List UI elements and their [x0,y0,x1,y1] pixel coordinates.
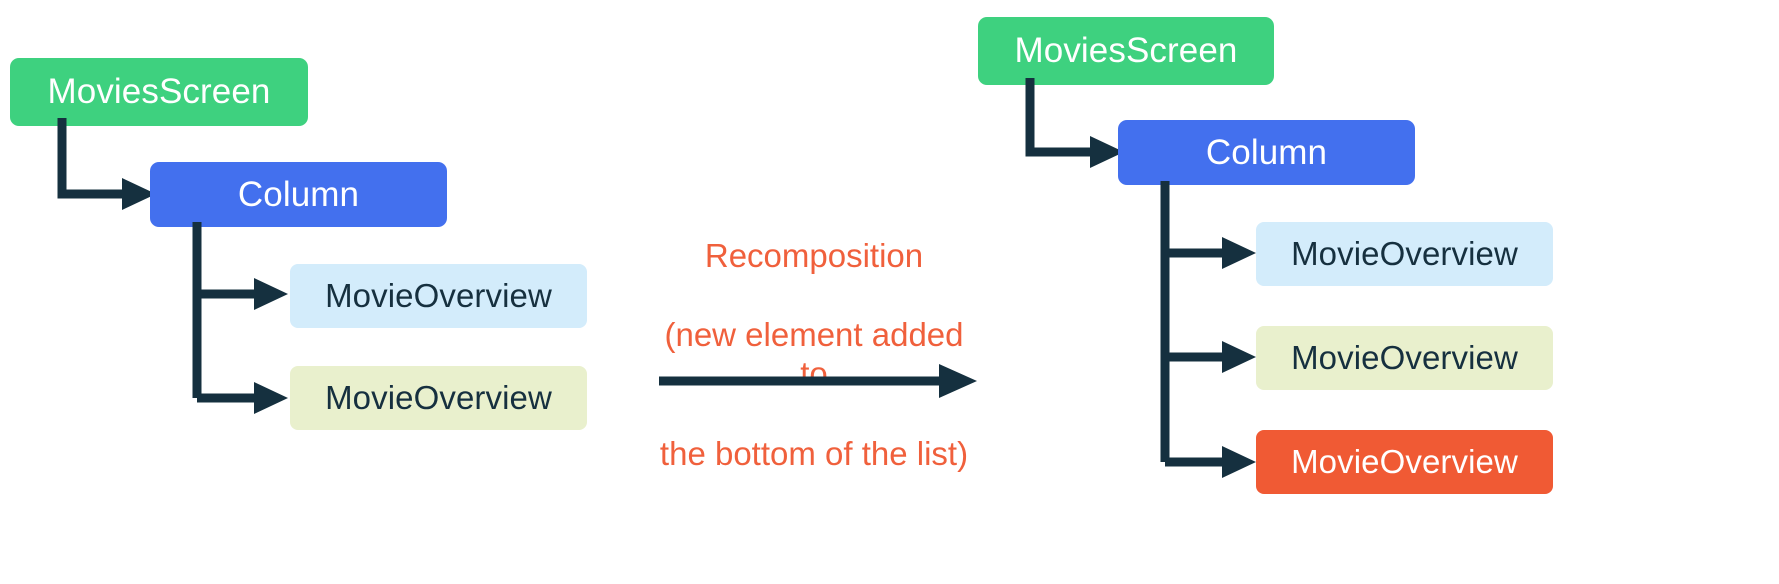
node-column-after[interactable]: Column [1118,120,1415,185]
node-movies-screen-after[interactable]: MoviesScreen [978,17,1274,85]
caption-line-2: (new element added to [664,315,964,393]
node-movie-overview-before-1[interactable]: MovieOverview [290,264,587,328]
caption-line-3: the bottom of the list) [659,434,969,472]
node-movie-overview-after-3[interactable]: MovieOverview [1256,430,1553,494]
node-movie-overview-after-2[interactable]: MovieOverview [1256,326,1553,390]
caption-line-1: Recomposition [704,236,924,274]
node-movies-screen-before[interactable]: MoviesScreen [10,58,308,126]
connector-column-to-children-after [1158,181,1268,478]
connector-column-to-children-before [190,222,300,414]
node-movie-overview-before-2[interactable]: MovieOverview [290,366,587,430]
node-movie-overview-after-1[interactable]: MovieOverview [1256,222,1553,286]
connector-screen-to-column-before [56,118,162,210]
recomposition-caption: Recomposition (new element added to the … [648,196,980,513]
node-column-before[interactable]: Column [150,162,447,227]
